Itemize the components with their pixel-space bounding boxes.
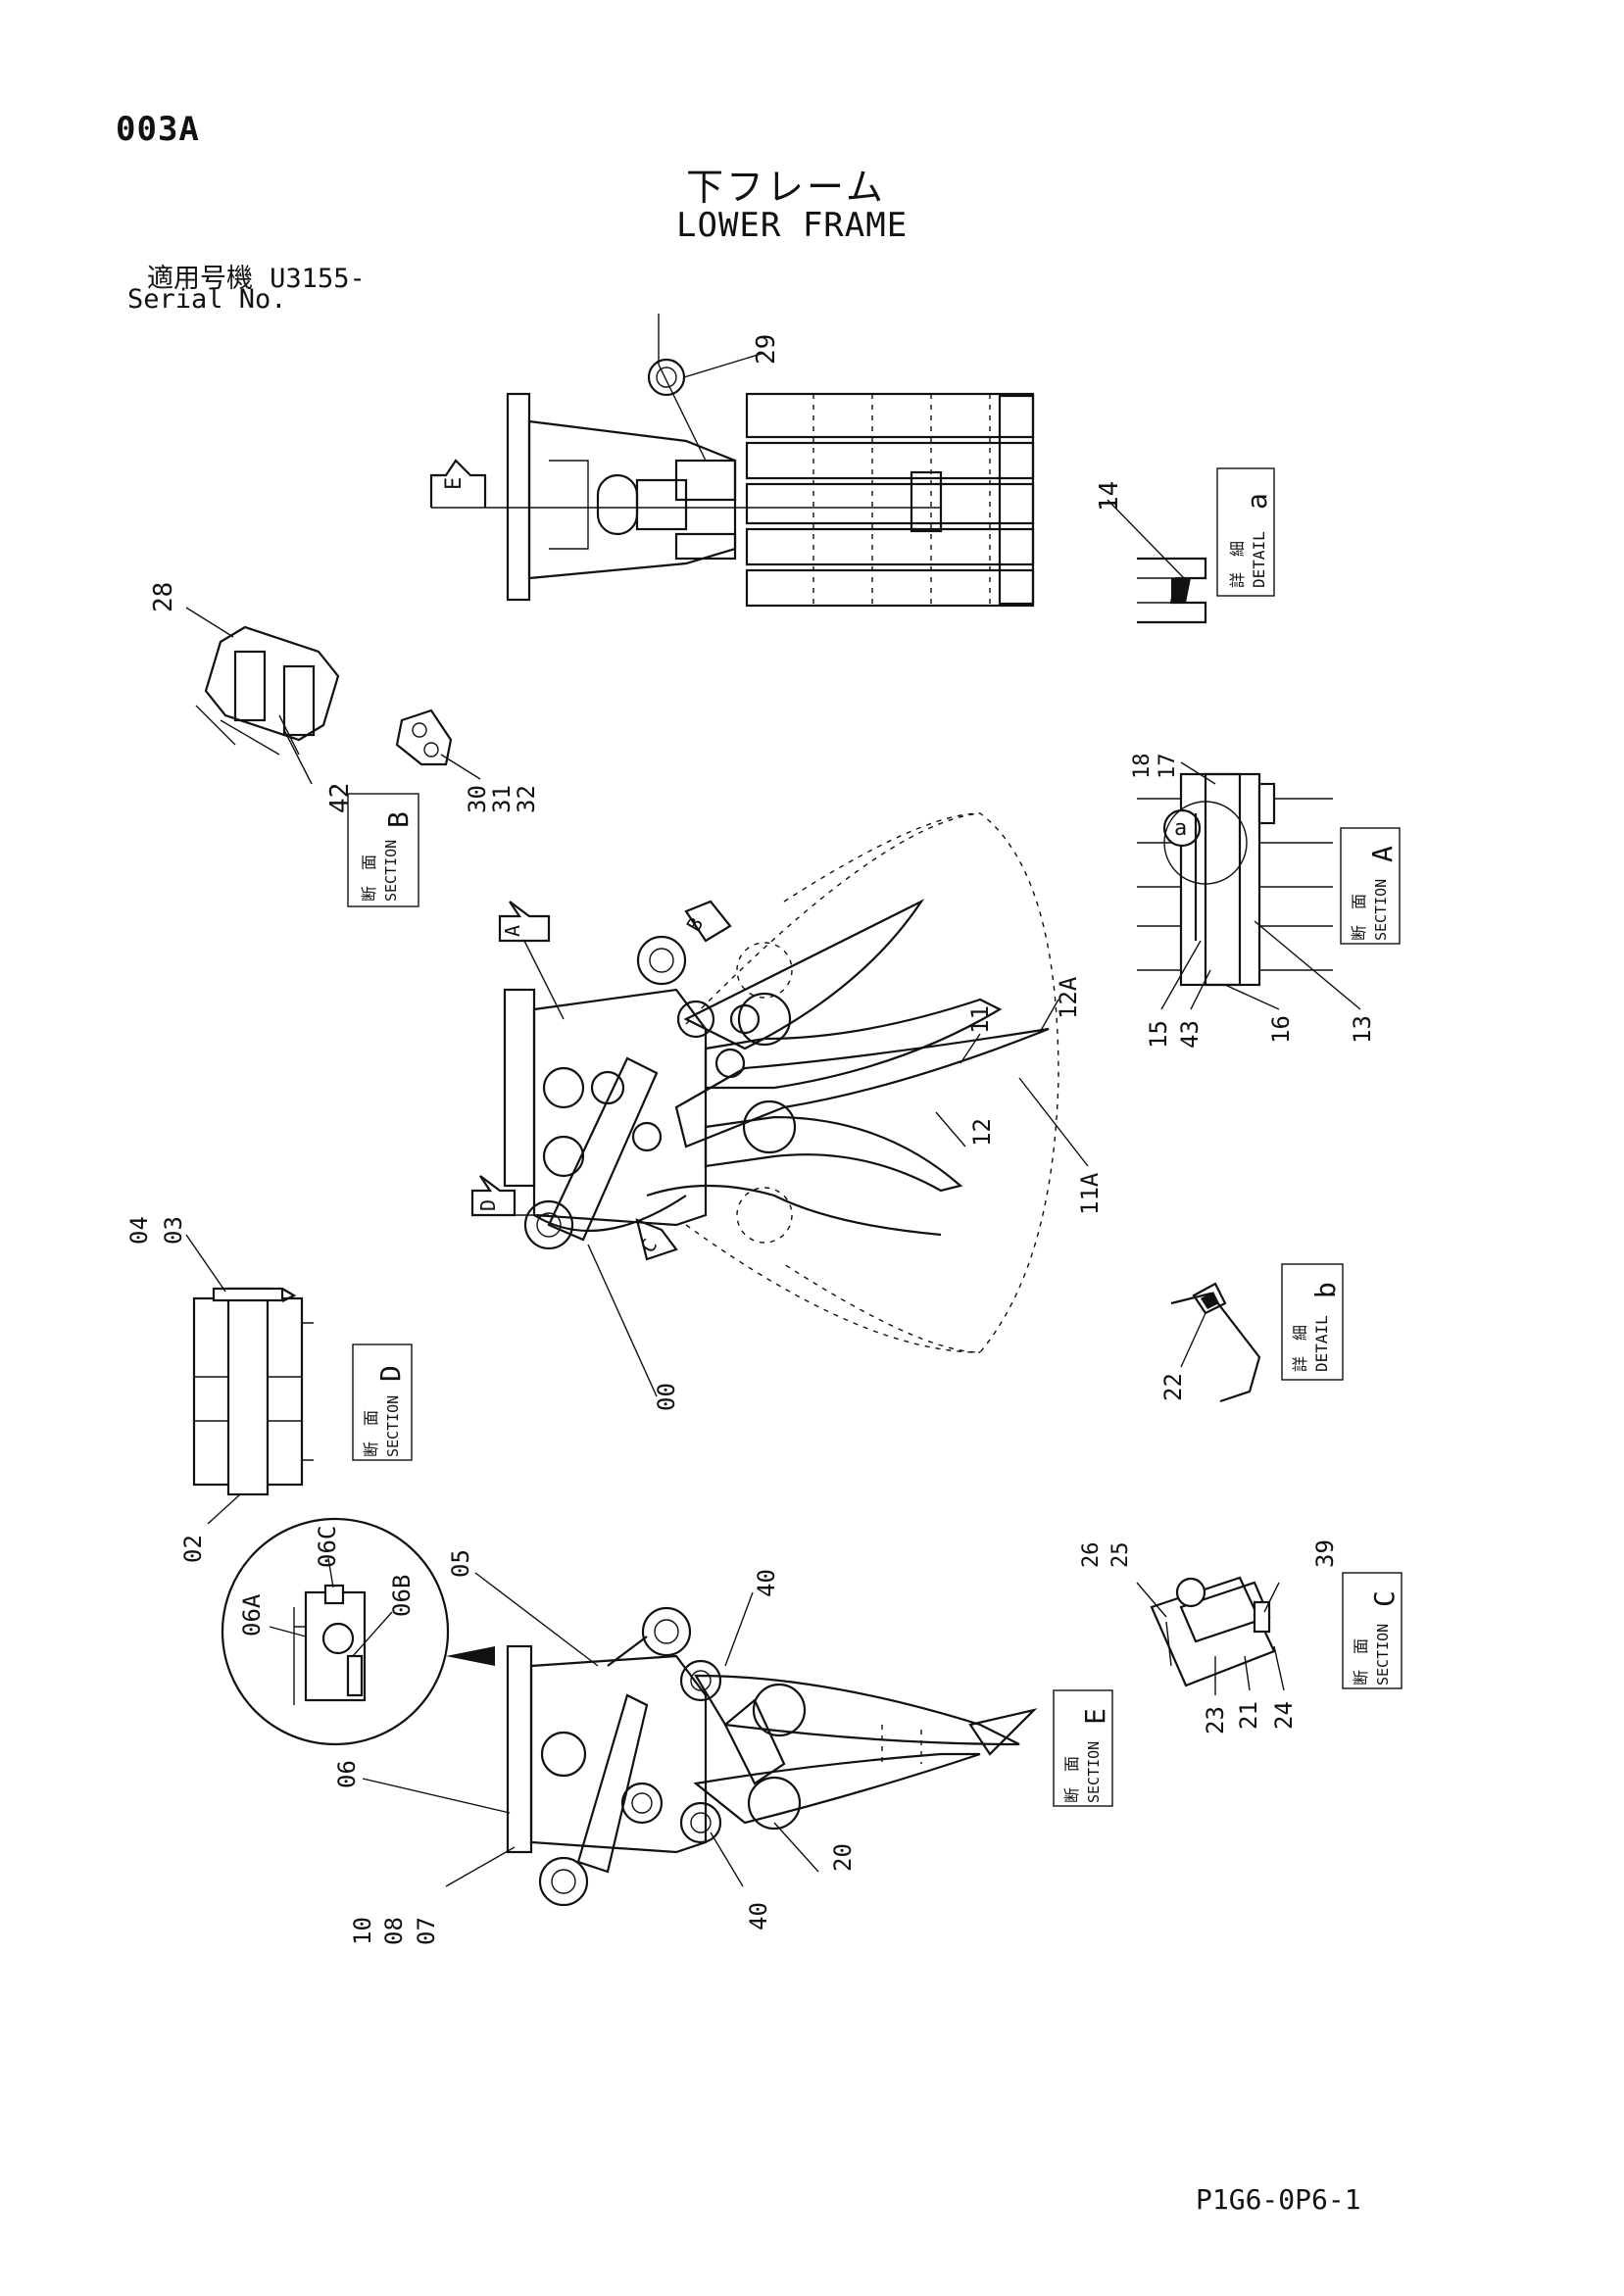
part-15-label: 15 [1145, 1020, 1172, 1049]
part-21-label: 21 [1235, 1701, 1262, 1730]
tine-set [745, 392, 1035, 608]
part-22-label: 22 [1159, 1373, 1187, 1401]
arrow-letter-c: C [636, 1235, 663, 1256]
section-letter-e: E [1079, 1708, 1111, 1725]
section-letter-a: A [1366, 846, 1399, 862]
part-43-label: 43 [1176, 1020, 1204, 1049]
part-12a-label: 12A [1055, 976, 1082, 1019]
part-17-label: 17 [1156, 754, 1180, 780]
part-25-label: 25 [1108, 1542, 1133, 1569]
part-28-label: 28 [149, 582, 178, 612]
part-12-label: 12 [968, 1118, 996, 1147]
detail-jp-a: 詳 細 [1228, 541, 1247, 588]
part-14-label: 14 [1095, 481, 1124, 512]
part-30-group: 30 31 32 [395, 708, 540, 813]
part-31-label: 31 [488, 785, 516, 813]
section-letter-c: C [1368, 1590, 1401, 1607]
part-40b-label: 40 [745, 1902, 772, 1930]
part-11a-label: 11A [1076, 1172, 1104, 1215]
arrow-letter-b: B [682, 913, 709, 935]
detail-a: 14 詳 細 DETAIL a [1095, 467, 1275, 624]
part-29-label: 29 [752, 334, 781, 365]
part-32-label: 32 [513, 785, 540, 813]
detail-letter-a: a [1241, 493, 1273, 510]
title-english: LOWER FRAME [676, 206, 909, 245]
part-08-label: 08 [380, 1917, 408, 1945]
serial-label-en: Serial No. [127, 284, 287, 315]
section-en-a: SECTION [1372, 879, 1390, 941]
part-26-label: 26 [1079, 1542, 1104, 1569]
page-code: 003A [116, 110, 200, 149]
detail-circle-06: 06C 06A 06B [221, 1517, 495, 1746]
main-view-labels: 12A 11 12 11A 00 [587, 976, 1104, 1411]
part-39-label: 39 [1311, 1539, 1339, 1568]
view-e-letter: E [442, 477, 467, 490]
section-d: 04 03 02 断 面 SECTION D [125, 1216, 413, 1563]
section-jp-e: 断 面 [1062, 1756, 1081, 1803]
section-jp-d: 断 面 [362, 1410, 380, 1457]
section-jp-c: 断 面 [1352, 1638, 1370, 1685]
part-06-label: 06 [333, 1760, 361, 1788]
arrow-letter-a: A [501, 925, 524, 937]
main-side-view [503, 812, 1059, 1353]
part-24-label: 24 [1270, 1701, 1298, 1730]
section-en-c: SECTION [1374, 1624, 1392, 1685]
section-jp-a: 断 面 [1350, 894, 1368, 941]
section-c: 26 25 39 23 21 24 断 面 SECTION C [1079, 1539, 1403, 1734]
serial-label-jp: 適用号機 [147, 264, 253, 294]
detail-jp-b: 詳 細 [1291, 1325, 1309, 1372]
section-en-b: SECTION [382, 840, 400, 902]
part-03-label: 03 [160, 1216, 187, 1245]
part-04-label: 04 [125, 1216, 153, 1245]
part-06a-label: 06A [238, 1593, 266, 1637]
detail-en-b: DETAIL [1312, 1315, 1331, 1372]
title-japanese: 下フレーム [686, 166, 886, 209]
serial-label: 適用号機 U3155- [147, 257, 366, 295]
part-16-label: 16 [1267, 1015, 1295, 1044]
part-30-label: 30 [464, 785, 491, 813]
detail-en-a: DETAIL [1250, 531, 1268, 588]
section-b: 28 42 断 面 SECTION B [149, 582, 419, 907]
part-07-label: 07 [413, 1917, 440, 1945]
part-40a-label: 40 [753, 1569, 780, 1597]
part-11-label: 11 [966, 1005, 994, 1034]
part-20-label: 20 [829, 1843, 857, 1872]
detail-letter-b: b [1309, 1282, 1342, 1298]
arrow-letter-d: D [476, 1199, 500, 1211]
section-a: a 18 17 15 43 16 13 断 面 SECTION A [1130, 754, 1401, 1049]
part-18-label: 18 [1130, 754, 1155, 780]
detail-b: 22 詳 細 DETAIL b [1159, 1263, 1344, 1403]
section-jp-b: 断 面 [360, 855, 378, 902]
part-13-label: 13 [1349, 1015, 1376, 1044]
part-02-label: 02 [179, 1535, 207, 1563]
view-arrows: A B C D [470, 900, 732, 1261]
serial-value: U3155- [270, 264, 366, 294]
part-42-label: 42 [325, 783, 355, 813]
part-06b-label: 06B [388, 1575, 416, 1617]
part-05-label: 05 [447, 1549, 474, 1578]
section-letter-d: D [374, 1365, 407, 1382]
section-letter-b: B [382, 811, 415, 828]
section-en-e: SECTION [1085, 1741, 1103, 1803]
part-10-label: 10 [349, 1917, 376, 1945]
section-e-view: 05 40 40 20 06 10 08 07 断 面 SECTION E [333, 1549, 1113, 1945]
top-view: E 29 [429, 314, 1035, 608]
detail-callout-a: a [1174, 816, 1187, 841]
section-en-d: SECTION [384, 1395, 402, 1457]
document-reference: P1G6-0P6-1 [1196, 2183, 1361, 2216]
part-06c-label: 06C [314, 1526, 341, 1568]
part-23-label: 23 [1202, 1706, 1229, 1734]
part-00-label: 00 [653, 1383, 680, 1411]
